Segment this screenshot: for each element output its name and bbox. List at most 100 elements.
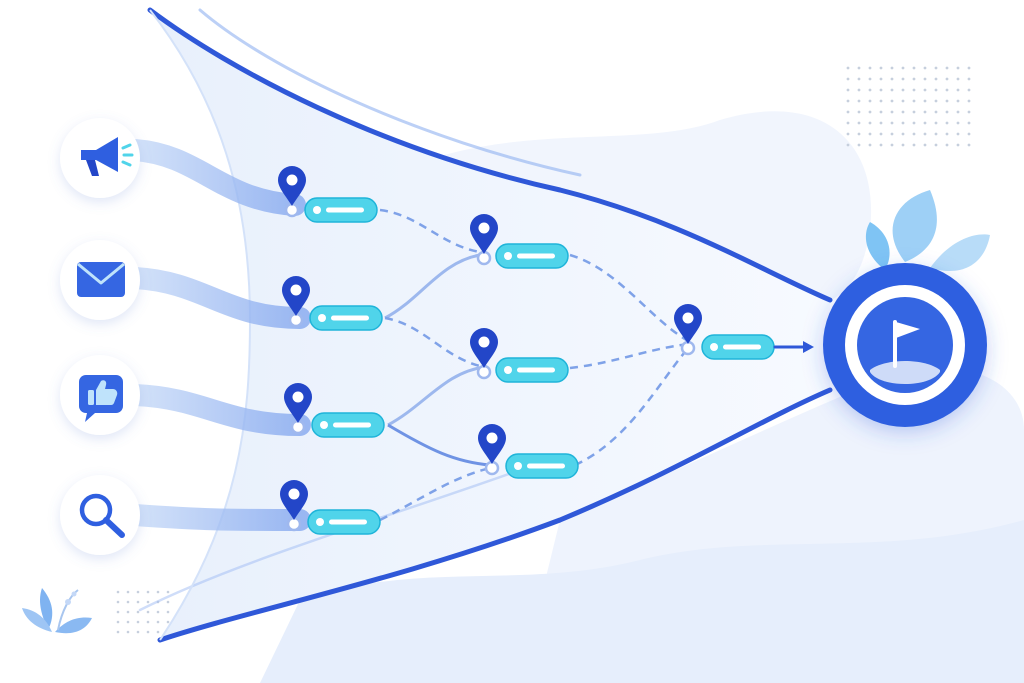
map-pin-icon [478, 424, 506, 464]
label-bar-dot [514, 462, 522, 470]
email-icon [77, 262, 125, 297]
grid-dot [868, 77, 872, 81]
grid-dot [846, 110, 850, 114]
grid-dot [126, 600, 130, 604]
grid-dot [166, 610, 170, 614]
grid-dot [857, 110, 861, 114]
grid-dot [879, 132, 883, 136]
grid-dot [967, 110, 971, 114]
grid-dot [945, 99, 949, 103]
grid-dot [901, 143, 905, 147]
grid-dot [879, 66, 883, 70]
grid-dot [901, 121, 905, 125]
grid-dot [857, 143, 861, 147]
label-bar-dot [316, 518, 324, 526]
grid-dot [912, 99, 916, 103]
grid-dot [912, 110, 916, 114]
grid-dot [967, 99, 971, 103]
grid-dot [879, 88, 883, 92]
grid-dot [890, 99, 894, 103]
grid-dot [166, 590, 170, 594]
grid-dot [857, 88, 861, 92]
grid-dot [956, 143, 960, 147]
grid-dot [879, 110, 883, 114]
grid-dot [868, 88, 872, 92]
grid-dot [967, 88, 971, 92]
label-bar-line [517, 253, 555, 259]
funnel-bottom-edge [157, 387, 833, 643]
map-pin-icon [674, 304, 702, 344]
grid-dot [945, 143, 949, 147]
grid-dot [846, 77, 850, 81]
label-bar-line [329, 519, 367, 525]
grid-dot [912, 143, 916, 147]
grid-dot [136, 620, 140, 624]
touchpoint-node [280, 480, 381, 535]
grid-dot [934, 77, 938, 81]
touchpoint-nodes [278, 166, 775, 535]
grid-dot [923, 110, 927, 114]
grid-dot [923, 132, 927, 136]
map-pin-icon [284, 383, 312, 423]
grid-dot [945, 132, 949, 136]
grid-dot [846, 99, 850, 103]
grid-dot [945, 77, 949, 81]
label-bar-dot [320, 421, 328, 429]
grid-dot [868, 143, 872, 147]
grid-dot [956, 121, 960, 125]
grid-dot [956, 66, 960, 70]
grid-dot [126, 610, 130, 614]
grid-dot [912, 88, 916, 92]
leaf-decoration [865, 190, 990, 272]
grid-dot [846, 88, 850, 92]
label-bar-line [326, 207, 364, 213]
grid-dot [967, 77, 971, 81]
grid-dot [156, 590, 160, 594]
grid-dot [166, 620, 170, 624]
grid-dot [879, 121, 883, 125]
grid-dot [136, 600, 140, 604]
map-pin-icon [280, 480, 308, 520]
megaphone-icon [81, 137, 134, 176]
grid-dot [934, 121, 938, 125]
grid-dot [146, 620, 150, 624]
touchpoint-node [470, 214, 569, 269]
grid-dot [146, 610, 150, 614]
map-pin-icon [278, 166, 306, 206]
grid-dot [890, 143, 894, 147]
grid-dot [901, 88, 905, 92]
ribbon-thumbs-up [124, 384, 311, 436]
grid-dot [956, 77, 960, 81]
grid-dot [126, 630, 130, 634]
grid-dot [857, 132, 861, 136]
thumbs-up-icon [79, 375, 123, 422]
label-bar-dot [318, 314, 326, 322]
label-bar-dot [710, 343, 718, 351]
grid-dot [116, 600, 120, 604]
grid-dot [934, 132, 938, 136]
grid-dot [945, 110, 949, 114]
grid-dot [846, 143, 850, 147]
grid-dot [923, 143, 927, 147]
grid-dot [934, 66, 938, 70]
touchpoint-node [470, 328, 569, 383]
dot-grid-decoration [846, 66, 971, 147]
funnel-top-edge-light [198, 8, 582, 177]
grid-dot [890, 110, 894, 114]
grid-dot [923, 77, 927, 81]
map-pin-icon [470, 214, 498, 254]
grid-dot [934, 99, 938, 103]
touchpoint-node [478, 424, 579, 479]
grid-dot [912, 132, 916, 136]
label-bar-line [333, 422, 371, 428]
grid-dot [912, 77, 916, 81]
touchpoint-node [284, 383, 385, 438]
grid-dot [156, 620, 160, 624]
grid-dot [923, 99, 927, 103]
grid-dot [967, 143, 971, 147]
grid-dot [116, 630, 120, 634]
grid-dot [846, 121, 850, 125]
grid-dot [868, 121, 872, 125]
